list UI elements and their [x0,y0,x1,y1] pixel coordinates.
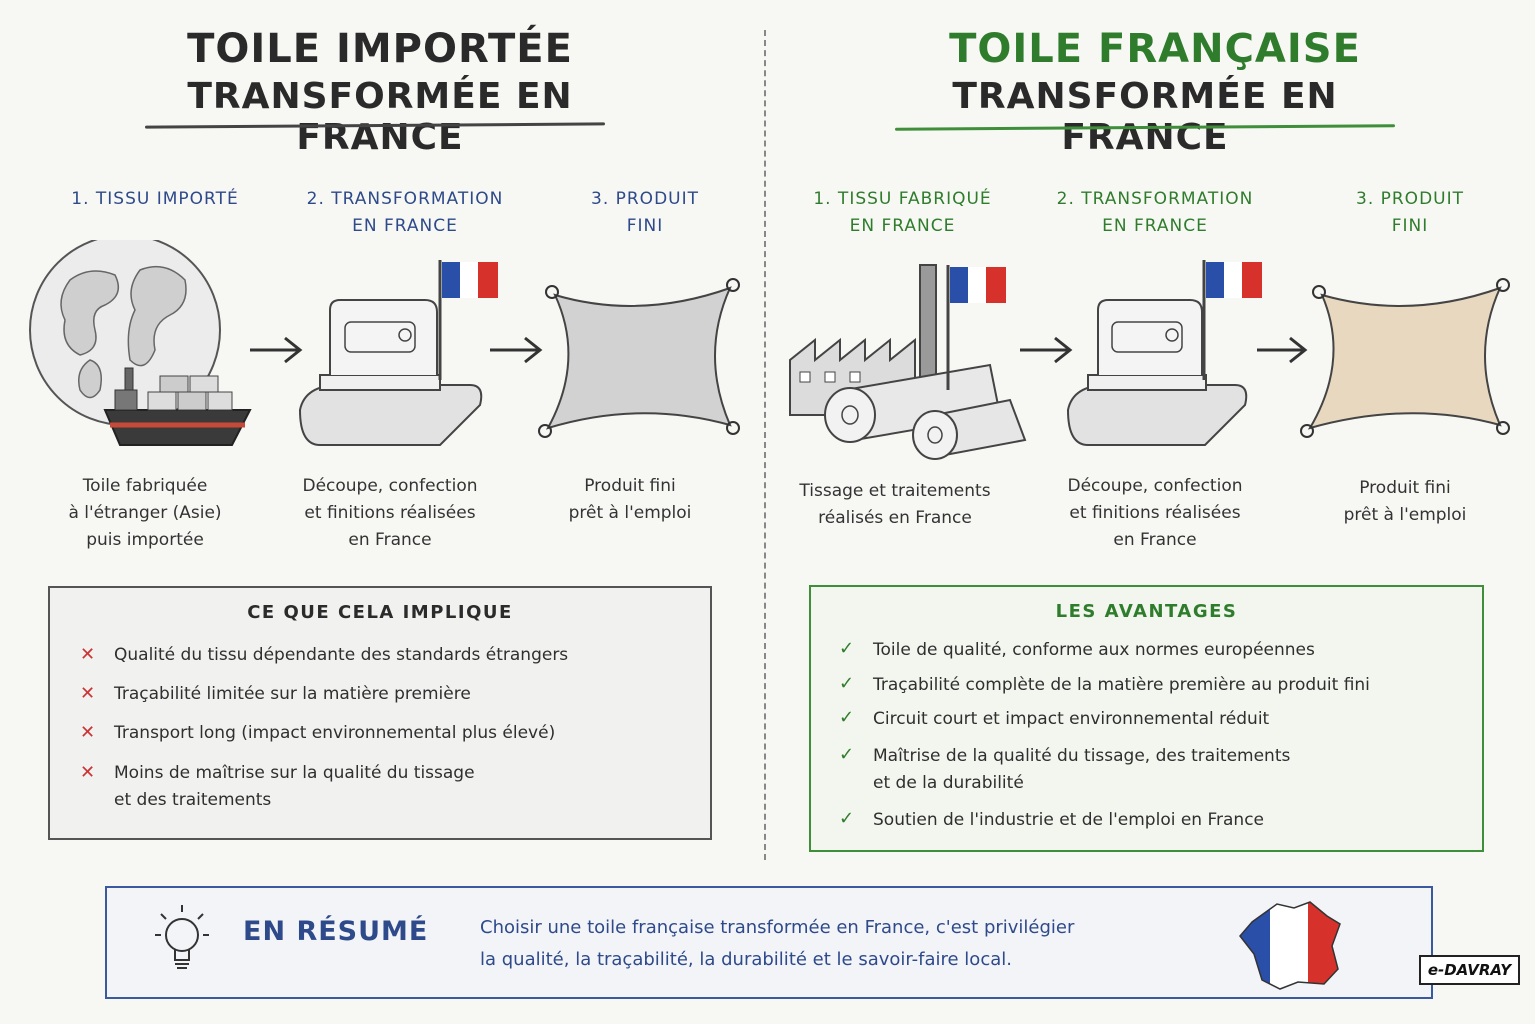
left-title-line1: TOILE IMPORTÉE [187,26,573,72]
list-item: Moins de maîtrise sur la qualité du tiss… [114,763,475,810]
summary-text: Choisir une toile française transformée … [480,917,1075,970]
shade-sail-icon [538,278,740,438]
right-title-line2: TRANSFORMÉE EN FRANCE [952,76,1338,158]
left-step3-desc: Produit fini prêt à l'emploi [568,476,692,523]
french-flag-icon [946,265,1006,390]
list-item: Traçabilité limitée sur la matière premi… [114,684,471,704]
arrow-right-icon [1257,336,1308,364]
list-item: Circuit court et impact environnemental … [873,709,1270,729]
list-item: Traçabilité complète de la matière premi… [873,675,1370,695]
left-step1-desc: Toile fabriquée à l'étranger (Asie) puis… [68,476,222,550]
arrow-right-icon [1020,336,1073,364]
summary-title: EN RÉSUMÉ [243,916,429,947]
left-title-line2: TRANSFORMÉE EN FRANCE [187,76,573,158]
right-step2-desc: Découpe, confection et finitions réalisé… [1067,476,1243,550]
fabric-rolls-icon [824,363,1027,460]
center-divider [764,30,766,860]
list-item: Qualité du tissu dépendante des standard… [114,645,569,665]
right-step3-label: 3. PRODUIT FINI [1356,189,1464,236]
french-flag-icon [438,260,498,380]
check-mark-icon: ✓ [839,707,855,728]
sewing-machine-icon [298,299,483,446]
summary-box: EN RÉSUMÉ Choisir une toile française tr… [105,886,1433,999]
arrow-right-icon [490,336,543,364]
lightbulb-icon [155,905,209,969]
advantages-box-title: LES AVANTAGES [1055,601,1238,622]
list-item: Maîtrise de la qualité du tissage, des t… [873,746,1291,793]
list-item: Transport long (impact environnemental p… [114,723,556,743]
check-mark-icon: ✓ [839,673,855,694]
left-step3-label: 3. PRODUIT FINI [591,189,699,236]
right-step1-desc: Tissage et traitements réalisés en Franc… [799,481,991,528]
right-title-line1: TOILE FRANÇAISE [949,26,1361,72]
illustrations [29,240,1510,460]
left-step2-desc: Découpe, confection et finitions réalisé… [302,476,478,550]
right-step2-label: 2. TRANSFORMATION EN FRANCE [1056,189,1254,236]
check-mark-icon: ✓ [839,638,855,659]
arrow-right-icon [250,336,303,364]
implications-box-title: CE QUE CELA IMPLIQUE [247,602,513,623]
implications-box: CE QUE CELA IMPLIQUE ✕ Qualité du tissu … [48,586,712,840]
list-item: Toile de qualité, conforme aux normes eu… [873,640,1315,660]
cross-mark-icon: ✕ [80,683,96,704]
left-step2-label: 2. TRANSFORMATION EN FRANCE [306,189,504,236]
cross-mark-icon: ✕ [80,722,96,743]
france-map-icon [1239,901,1341,990]
cargo-ship-icon [103,367,252,446]
right-step3-desc: Produit fini prêt à l'emploi [1343,478,1467,525]
right-step1-label: 1. TISSU FABRIQUÉ EN FRANCE [813,189,992,236]
brand-logo: e-DAVRAY [1419,955,1520,985]
check-mark-icon: ✓ [839,808,855,829]
sewing-machine-icon [1066,299,1248,446]
shade-sail-icon [1300,278,1510,438]
cross-mark-icon: ✕ [80,644,96,665]
advantages-box: LES AVANTAGES ✓ Toile de qualité, confor… [809,585,1484,852]
cross-mark-icon: ✕ [80,762,96,783]
french-flag-icon [1202,260,1262,380]
list-item: Soutien de l'industrie et de l'emploi en… [873,810,1265,830]
check-mark-icon: ✓ [839,744,855,765]
left-step1-label: 1. TISSU IMPORTÉ [71,189,239,209]
